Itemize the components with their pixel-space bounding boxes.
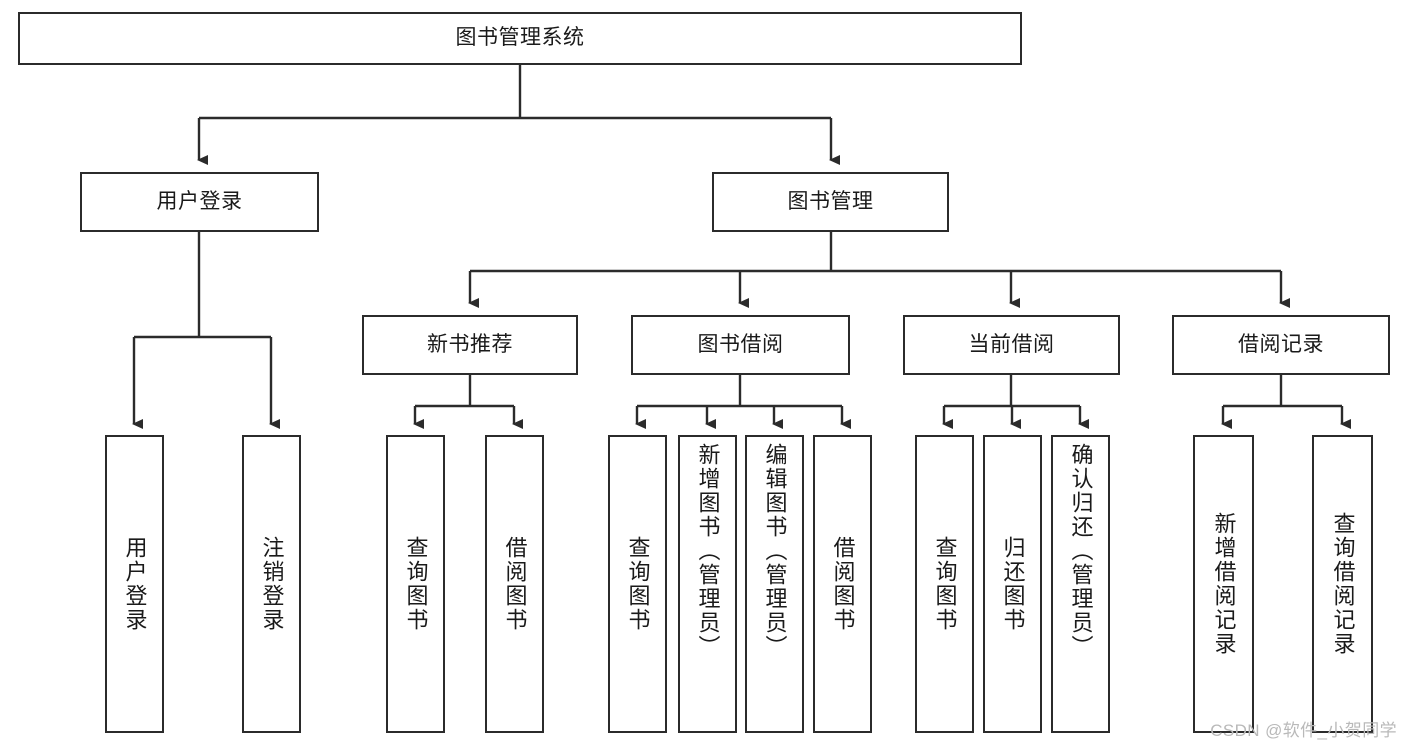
leaf-add-borrow-record[interactable]: 新增借阅记录 [1193,435,1254,733]
leaf-query-book-current[interactable]: 查询图书 [915,435,974,733]
node-label: 图书借阅 [697,332,784,356]
node-label: 当前借阅 [968,332,1055,356]
leaf-query-book-recommend[interactable]: 查询图书 [386,435,445,733]
node-user-login[interactable]: 用户登录 [80,172,319,232]
node-label: 借阅图书 [830,536,856,632]
node-label: 图书管理 [787,189,874,213]
node-label: 借阅图书 [502,536,528,632]
node-label: 归还图书 [1000,536,1026,632]
leaf-confirm-return-admin[interactable]: 确认归还（管理员） [1051,435,1110,733]
node-label: 新增借阅记录 [1211,512,1237,656]
node-book-management[interactable]: 图书管理 [712,172,949,232]
node-label: 新增图书（管理员） [695,443,721,659]
leaf-user-logout[interactable]: 注销登录 [242,435,301,733]
node-label: 查询借阅记录 [1330,512,1356,656]
node-label: 注销登录 [259,536,285,632]
leaf-query-book-borrow[interactable]: 查询图书 [608,435,667,733]
leaf-edit-book-admin[interactable]: 编辑图书（管理员） [745,435,804,733]
node-label: 查询图书 [932,536,958,632]
leaf-add-book-admin[interactable]: 新增图书（管理员） [678,435,737,733]
leaf-return-book[interactable]: 归还图书 [983,435,1042,733]
csdn-watermark: CSDN @软件_小贺同学 [1210,721,1397,740]
node-label: 查询图书 [403,536,429,632]
node-borrow-record[interactable]: 借阅记录 [1172,315,1390,375]
node-label: 新书推荐 [427,332,513,356]
node-book-borrow[interactable]: 图书借阅 [631,315,850,375]
leaf-borrow-book[interactable]: 借阅图书 [813,435,872,733]
node-label: 查询图书 [625,536,651,632]
node-label: 用户登录 [156,189,243,213]
node-label: 编辑图书（管理员） [762,443,788,659]
leaf-borrow-book-recommend[interactable]: 借阅图书 [485,435,544,733]
leaf-user-login[interactable]: 用户登录 [105,435,164,733]
node-label: 图书管理系统 [455,26,585,50]
node-label: 用户登录 [122,536,148,632]
node-current-borrow[interactable]: 当前借阅 [903,315,1120,375]
node-root-book-management-system[interactable]: 图书管理系统 [18,12,1022,65]
leaf-query-borrow-record[interactable]: 查询借阅记录 [1312,435,1373,733]
node-new-book-recommend[interactable]: 新书推荐 [362,315,578,375]
node-label: 确认归还（管理员） [1068,443,1094,659]
node-label: 借阅记录 [1238,332,1324,356]
